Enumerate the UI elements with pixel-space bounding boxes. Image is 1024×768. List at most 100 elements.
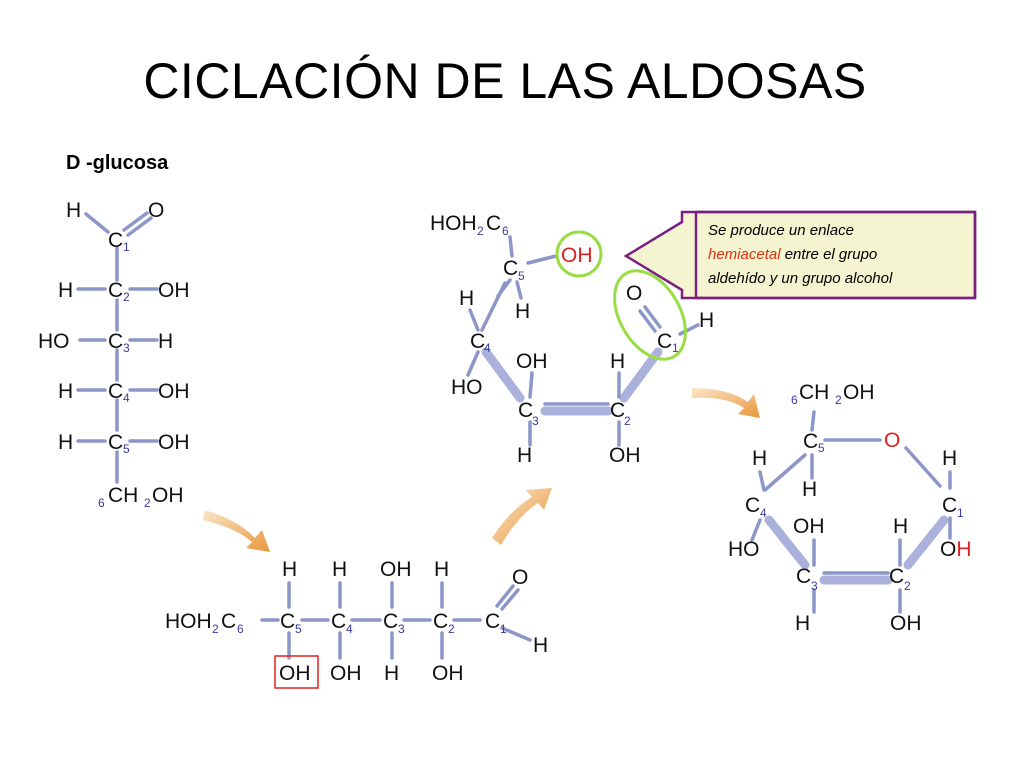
atom-label: C [280,610,295,633]
atom-label: C [470,330,485,353]
atom-label: H [434,558,449,581]
atom-label: CH [799,381,829,404]
atom-label: 4 [760,506,767,520]
atom-label: H [158,330,173,353]
bond-line [500,626,532,642]
atom-label: C [610,399,625,422]
atom-label: 1 [957,506,964,520]
atom-label: OH [432,662,464,685]
diagram-shape [203,510,270,552]
bond-line [763,453,807,492]
arrow-3 [692,388,760,418]
atom-label: C [108,279,123,302]
bond-line [122,211,149,232]
atom-label: H [610,350,625,373]
atom-label: O [626,282,642,305]
atom-label: H [752,447,767,470]
atom-label: H [942,447,957,470]
arrow-2 [492,488,552,545]
atom-label: H [699,309,714,332]
atom-label: C [889,565,904,588]
atom-label: C [803,430,818,453]
atom-label: 2 [835,393,842,407]
atom-label: 3 [123,341,130,355]
atom-label: H [282,558,297,581]
atom-label: HOH [430,212,477,235]
note-line-2: hemiacetal entre el grupo [708,246,877,263]
bond-line [643,305,662,329]
atom-label: OH [158,431,190,454]
atom-label: C [331,610,346,633]
atom-label: 5 [518,269,525,283]
atom-label: H [515,300,530,323]
atom-label: C [745,494,760,517]
atom-label: H [459,287,474,310]
atom-label: 1 [500,622,507,636]
atom-label: 5 [295,622,302,636]
atom-label: OH [516,350,548,373]
atom-label: OH [561,244,593,267]
atom-label: C [518,399,533,422]
atom-h: H [66,199,81,222]
bond-line [619,347,663,403]
atom-label: OH [890,612,922,635]
atom-label: 5 [123,442,130,456]
atom-label: HO [38,330,70,353]
atom-label: C [221,610,236,633]
arrow-1 [203,510,270,552]
atom-label: H [533,634,548,657]
atom-label: 3 [811,579,818,593]
bond-line [764,515,810,570]
pyranose-ring: 6 CH 2 OH C 5 O H H H C 4 C 1 OH H HO OH… [728,381,972,635]
bond-line [481,347,525,403]
atom-label: 2 [624,414,631,428]
atom-label: HO [451,376,483,399]
bond-line [480,281,507,332]
atom-label: H [58,431,73,454]
bond-line [500,588,520,611]
atom-label: 6 [237,622,244,636]
bond-line [508,235,514,258]
bond-line [515,280,523,300]
atom-label: 4 [123,391,130,405]
highlight-box-oh [274,655,319,689]
atom-label: C [108,380,123,403]
atom-label: C [108,431,123,454]
atom-label: 2 [477,224,484,238]
diagram-shape [700,214,972,296]
atom-o: O [148,199,164,222]
highlight-circle-oh [555,230,603,278]
molecule-label: D -glucosa [66,152,169,174]
atom-label: H [384,662,399,685]
atom-label: C [383,610,398,633]
atom-label: C [657,330,672,353]
linear-chain: HOH 2 C 6 H C 5 H C 4 OH C 3 H C 2 C 1 O… [165,558,548,689]
atom-label: 1 [672,341,679,355]
atom-label: OH [793,515,825,538]
atom-label: H [802,478,817,501]
atom-label: OH [380,558,412,581]
atom-label: OH [152,484,184,507]
atom-label: C [485,610,500,633]
atom-label: C [486,212,501,235]
atom-label: O [884,429,900,452]
atom-label: 3 [532,414,539,428]
highlight-ellipse-cho [613,269,687,361]
atom-label: OH [279,662,311,685]
atom-label: OH [843,381,875,404]
atom-label: H [517,444,532,467]
atom-label: OH [158,380,190,403]
bond-line [904,446,942,488]
atom-label: C [942,494,957,517]
atom-label: H [58,380,73,403]
atom-label: H [795,612,810,635]
atom-label: OH [940,538,972,561]
atom-label: 2 [144,496,151,510]
atom-label: C [433,610,448,633]
bond-line [126,216,153,237]
atom-label: OH [609,444,641,467]
atom-label: 6 [98,496,105,510]
atom-label: O [512,566,528,589]
atom-c1: C [108,229,123,252]
